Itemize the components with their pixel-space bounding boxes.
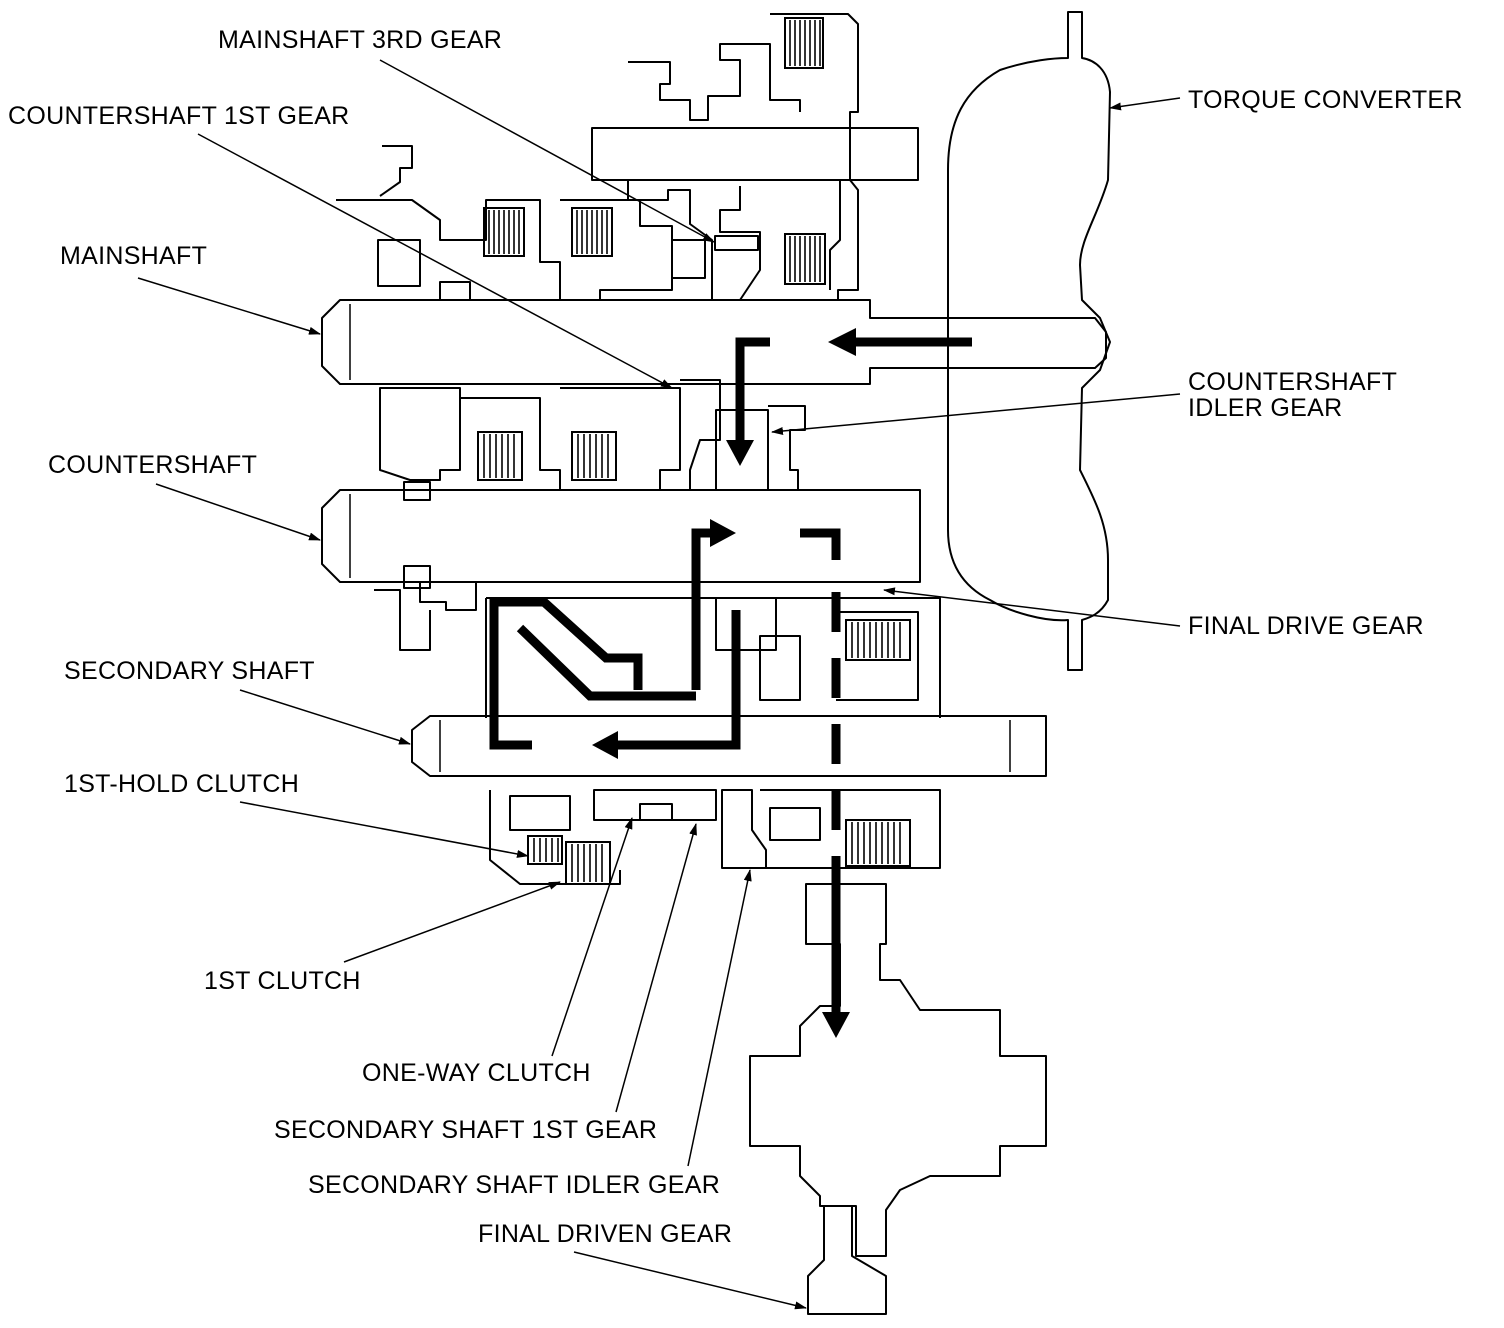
final-driven-gear-shape xyxy=(807,1205,887,1315)
first-clutch-pack xyxy=(565,841,611,885)
mainshaft-clutch-pack-mid xyxy=(571,207,613,257)
leader-final-drive-gear xyxy=(883,587,1181,627)
leader-secondary-shaft-idler-gear xyxy=(687,869,752,1167)
leader-countershaft-idler-gear xyxy=(771,393,1181,435)
leader-mainshaft-3rd-gear xyxy=(379,59,715,243)
leader-one-way-clutch xyxy=(551,817,633,1057)
label-first-hold-clutch: 1ST-HOLD CLUTCH xyxy=(64,770,299,798)
labels: MAINSHAFT 3RD GEAR COUNTERSHAFT 1ST GEAR… xyxy=(8,26,1463,1248)
secondary-shaft-upper-assembly xyxy=(374,589,941,718)
final-drive-clutch-pack xyxy=(845,619,911,661)
mainshaft-3rd-clutch-pack xyxy=(784,233,826,285)
secondary-shaft-body xyxy=(411,715,1047,777)
flow-arrowhead-secondary xyxy=(592,731,618,759)
label-countershaft-idler-gear-line1: COUNTERSHAFT xyxy=(1188,368,1397,396)
label-one-way-clutch: ONE-WAY CLUTCH xyxy=(362,1059,591,1087)
label-secondary-shaft-1st-gear: SECONDARY SHAFT 1ST GEAR xyxy=(274,1116,657,1144)
label-countershaft: COUNTERSHAFT xyxy=(48,451,257,479)
leader-secondary-shaft-1st-gear xyxy=(615,823,697,1113)
label-final-drive-gear: FINAL DRIVE GEAR xyxy=(1188,612,1424,640)
differential-housing xyxy=(749,883,1047,1257)
leader-secondary-shaft xyxy=(239,689,411,745)
flow-arrowhead-idler xyxy=(726,440,754,466)
countershaft-body xyxy=(321,481,921,611)
countershaft-clutch-pack-mid xyxy=(571,431,617,481)
label-secondary-shaft: SECONDARY SHAFT xyxy=(64,657,315,685)
label-mainshaft-3rd-gear: MAINSHAFT 3RD GEAR xyxy=(218,26,502,54)
leader-lines xyxy=(137,59,1181,1310)
countershaft-clutch-pack-left xyxy=(477,431,523,481)
label-first-clutch: 1ST CLUTCH xyxy=(204,967,361,995)
power-flow-path xyxy=(489,328,972,1038)
leader-torque-converter xyxy=(1109,97,1181,111)
flow-arrowhead-countershaft xyxy=(710,519,736,547)
torque-converter-outline xyxy=(947,11,1111,671)
flow-arrowhead-final xyxy=(822,1012,850,1038)
first-hold-clutch-pack xyxy=(527,835,563,865)
secondary-shaft-lower-assembly xyxy=(489,789,941,885)
leader-final-driven-gear xyxy=(573,1251,807,1310)
leader-countershaft xyxy=(155,483,321,541)
label-countershaft-idler-gear-line2: IDLER GEAR xyxy=(1188,394,1342,422)
leader-first-clutch xyxy=(343,881,561,963)
mainshaft-clutch-pack-left xyxy=(483,207,525,257)
label-mainshaft: MAINSHAFT xyxy=(60,242,207,270)
label-final-driven-gear: FINAL DRIVEN GEAR xyxy=(478,1220,732,1248)
leader-first-hold-clutch xyxy=(239,801,529,858)
mainshaft-clutch-pack-top xyxy=(784,17,824,69)
flow-arrowhead-mainshaft xyxy=(828,328,856,356)
secondary-clutch-pack-right xyxy=(845,819,911,867)
mainshaft-upper-assembly xyxy=(336,13,919,301)
leader-mainshaft xyxy=(137,277,321,335)
label-secondary-shaft-idler-gear: SECONDARY SHAFT IDLER GEAR xyxy=(308,1171,720,1199)
label-torque-converter: TORQUE CONVERTER xyxy=(1188,86,1463,114)
label-countershaft-1st-gear: COUNTERSHAFT 1ST GEAR xyxy=(8,102,350,130)
mainshaft-body xyxy=(321,299,1107,385)
leader-countershaft-1st-gear xyxy=(197,133,673,389)
